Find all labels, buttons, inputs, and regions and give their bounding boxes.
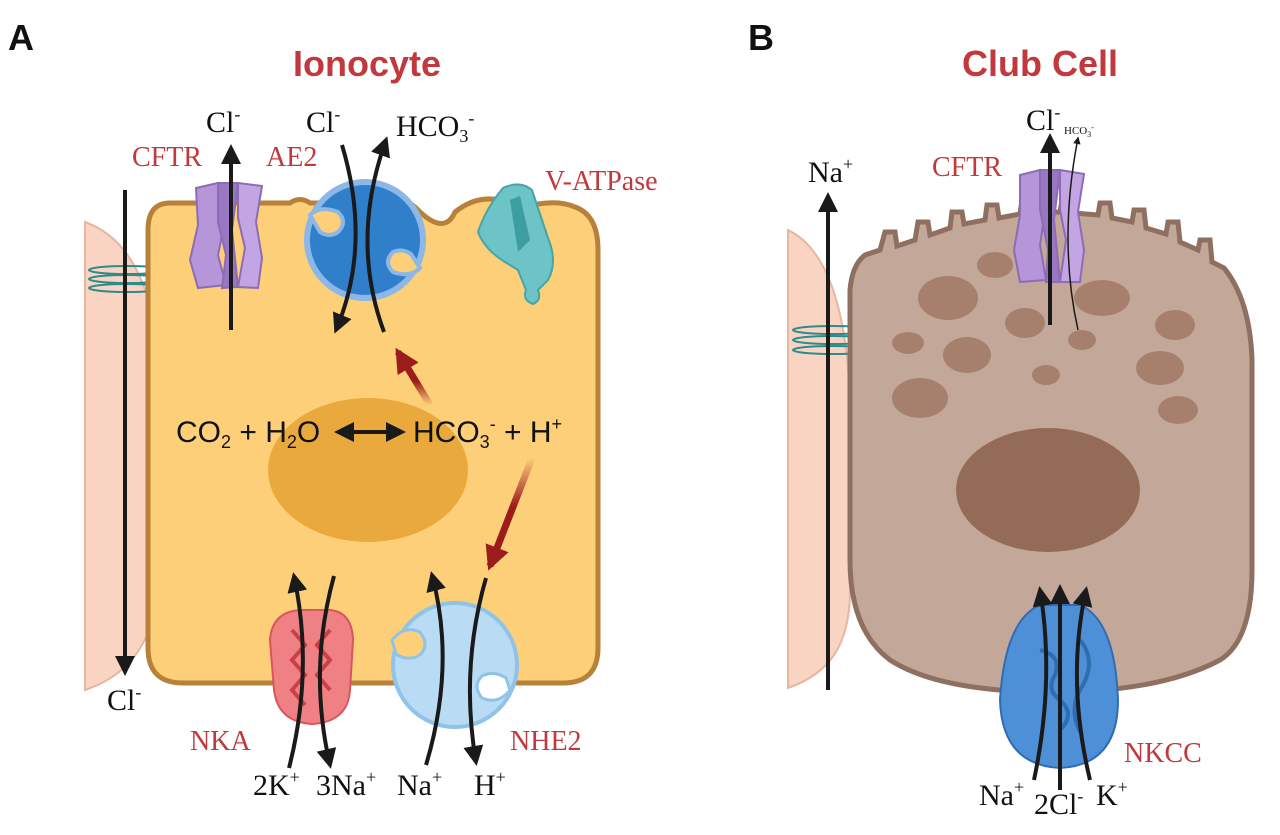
panel-b-letter: B bbox=[748, 17, 774, 58]
secretory-granules bbox=[892, 252, 1198, 424]
cftr-label-b: CFTR bbox=[932, 152, 1002, 183]
cftr-hco3-arrow-b bbox=[1067, 136, 1081, 331]
panel-a: A Ionocyte bbox=[8, 17, 658, 802]
nhe2-exchanger bbox=[390, 601, 519, 729]
panel-a-title: Ionocyte bbox=[293, 43, 441, 84]
ion-cl-bottom: Cl- bbox=[107, 682, 141, 717]
nka-na-out-arrow bbox=[316, 575, 337, 769]
ion-hco3-small-b: HCO3- bbox=[1064, 123, 1094, 139]
cftr-label-a: CFTR bbox=[132, 142, 202, 173]
ion-cl-top-b: Cl- bbox=[1026, 102, 1060, 137]
nhe2-na-in-arrow bbox=[424, 571, 446, 766]
ion-2k: 2K+ bbox=[253, 767, 300, 802]
v-atpase-pump bbox=[476, 183, 554, 306]
ion-2cl-bottom-b: 2Cl- bbox=[1034, 786, 1083, 821]
ae2-exchanger bbox=[304, 179, 426, 301]
ion-hco3-top: HCO3- bbox=[396, 108, 474, 146]
ion-na-bottom-a: Na+ bbox=[397, 767, 442, 802]
hco3-to-ae2-arrow bbox=[395, 347, 433, 407]
ae2-cl-in-arrow bbox=[333, 144, 358, 334]
vatpase-label: V-ATPase bbox=[545, 166, 658, 197]
ae2-hco3-out-arrow bbox=[365, 136, 390, 333]
nucleus-a bbox=[268, 398, 468, 542]
ion-3na: 3Na+ bbox=[316, 767, 376, 802]
nka-k-in-arrow bbox=[287, 572, 308, 769]
ion-cl-top-left: Cl- bbox=[206, 104, 240, 139]
nhe2-h-out-arrow bbox=[463, 577, 488, 766]
equation-left: CO2 + H2O bbox=[176, 416, 320, 452]
ion-k-bottom-b: K+ bbox=[1096, 777, 1128, 812]
nka-label: NKA bbox=[190, 726, 251, 757]
panel-b-title: Club Cell bbox=[962, 43, 1118, 84]
equation-right: HCO3- + H+ bbox=[413, 414, 562, 452]
nucleus-b bbox=[956, 428, 1140, 552]
neighbor-cell-b bbox=[787, 228, 851, 690]
ae2-label: AE2 bbox=[266, 142, 317, 173]
nka-pump bbox=[268, 609, 355, 726]
nkcc-k-arrow bbox=[1072, 586, 1093, 781]
panel-a-letter: A bbox=[8, 17, 34, 58]
ion-na-top-b: Na+ bbox=[808, 154, 853, 189]
ion-h-bottom: H+ bbox=[474, 767, 506, 802]
ion-na-bottom-b: Na+ bbox=[979, 777, 1024, 812]
panel-b: B Club Cell bbox=[748, 17, 1255, 821]
nkcc-na-arrow bbox=[1032, 586, 1053, 781]
h-to-nhe2-arrow bbox=[485, 456, 536, 571]
nhe2-label: NHE2 bbox=[510, 726, 582, 757]
ion-cl-top-mid: Cl- bbox=[306, 104, 340, 139]
cftr-channel-a bbox=[188, 181, 264, 290]
nkcc-label: NKCC bbox=[1124, 738, 1202, 769]
